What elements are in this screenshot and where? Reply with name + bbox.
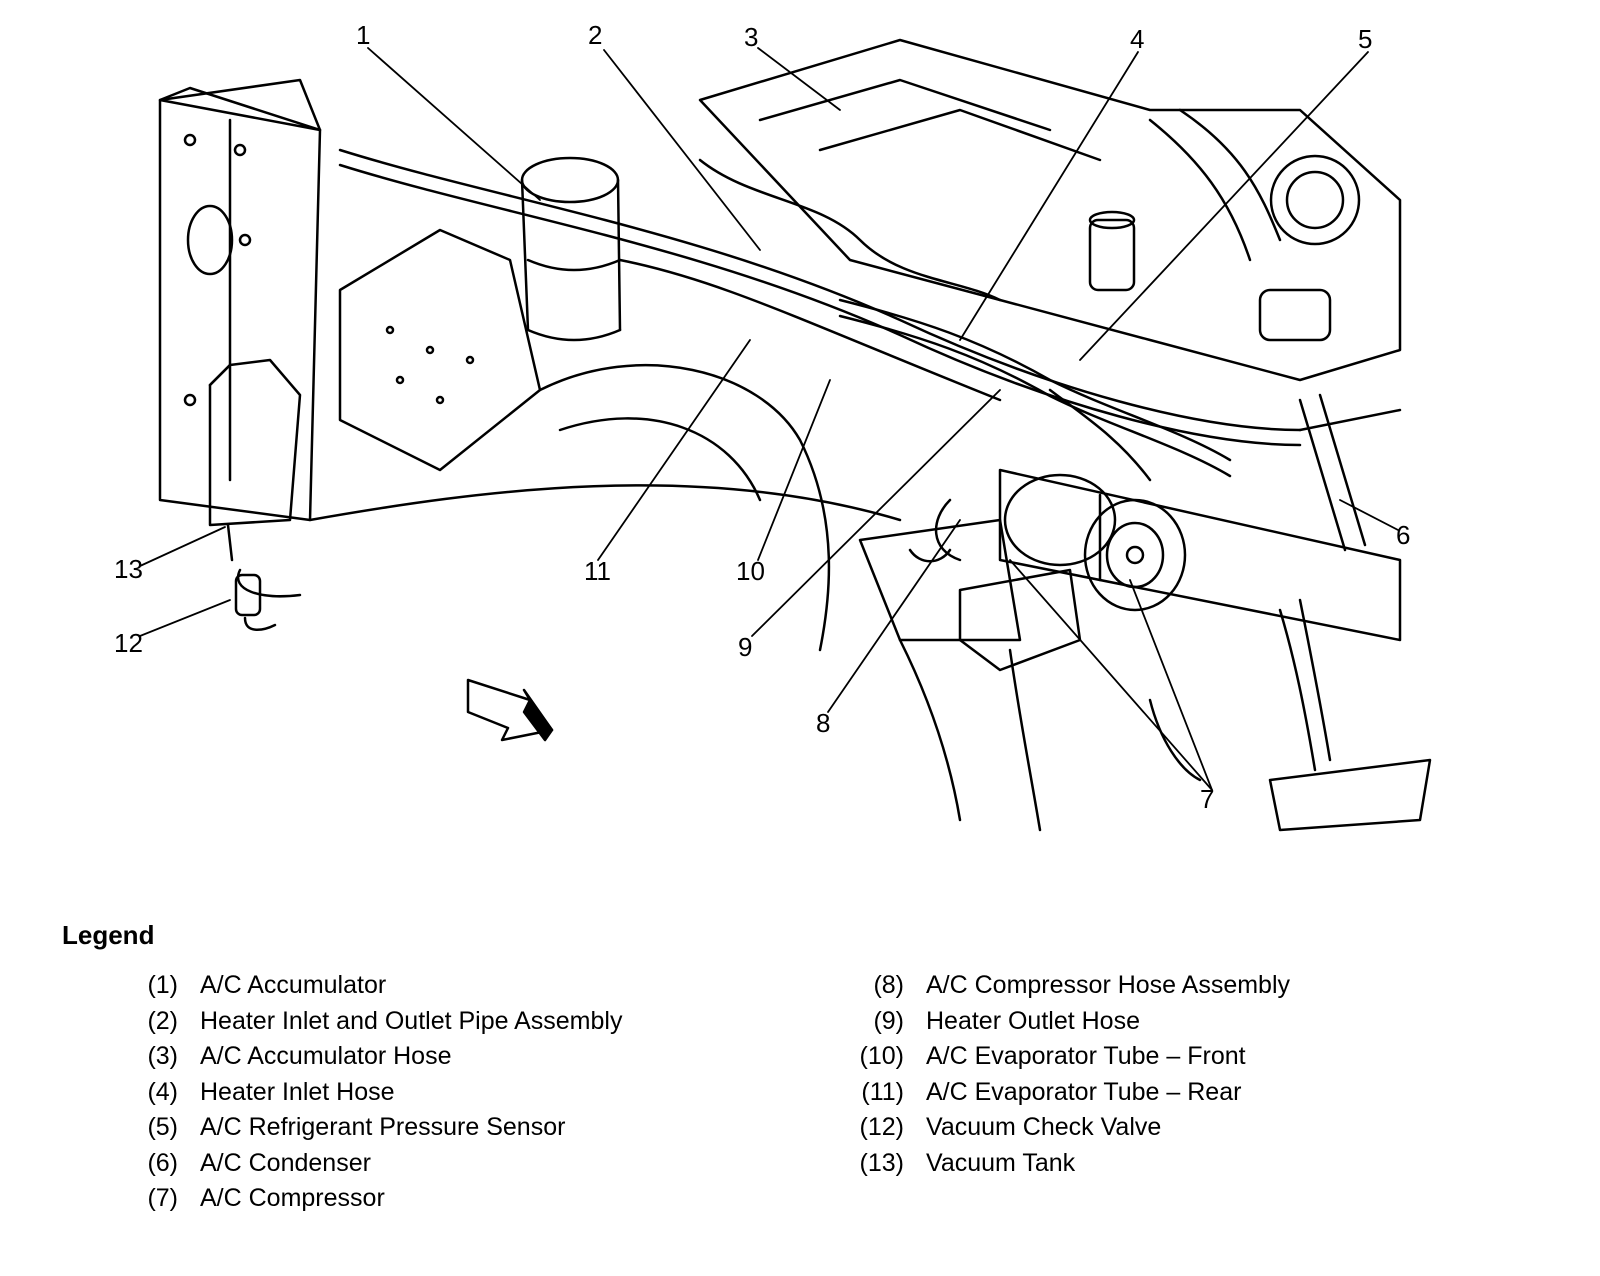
legend-item: (2) Heater Inlet and Outlet Pipe Assembly (110, 1004, 622, 1040)
legend-number: (6) (147, 1148, 178, 1177)
front-direction-arrow (466, 678, 554, 742)
pipes-and-hoses (338, 148, 1402, 482)
legend-number: (2) (147, 1006, 178, 1035)
fender-panel (308, 228, 902, 652)
legend-text: Vacuum Tank (926, 1148, 1076, 1177)
legend-text: A/C Compressor Hose Assembly (926, 971, 1291, 1000)
legend-text: Heater Outlet Hose (926, 1006, 1140, 1035)
legend-item: (12) Vacuum Check Valve (836, 1110, 1290, 1146)
engine-compartment-illustration: 1 2 3 4 5 6 7 8 9 10 11 12 13 (114, 20, 1432, 832)
callout-11: 11 (584, 556, 611, 586)
legend-text: A/C Condenser (200, 1148, 371, 1177)
legend-text: A/C Evaporator Tube – Front (926, 1042, 1246, 1071)
legend-item: (3) A/C Accumulator Hose (110, 1039, 622, 1075)
legend-number: (10) (859, 1042, 904, 1071)
legend-text: Vacuum Check Valve (926, 1113, 1162, 1142)
legend-column-left: (1) A/C Accumulator (2) Heater Inlet and O… (110, 968, 622, 1217)
legend-text: A/C Refrigerant Pressure Sensor (200, 1113, 566, 1142)
callout-7: 7 (1200, 784, 1214, 814)
callout-10: 10 (736, 556, 765, 586)
legend-number: (4) (147, 1077, 178, 1106)
legend-item: (7) A/C Compressor (110, 1181, 622, 1217)
legend-number: (13) (859, 1148, 904, 1177)
legend-text: Heater Inlet Hose (200, 1077, 395, 1106)
legend-item: (4) Heater Inlet Hose (110, 1075, 622, 1111)
callout-9: 9 (738, 632, 752, 662)
legend-item: (6) A/C Condenser (110, 1146, 622, 1182)
ac-accumulator (520, 156, 622, 342)
ac-compressor-hose (908, 498, 962, 563)
engine-block (698, 38, 1402, 382)
callout-numbers: 1 2 3 4 5 6 7 8 9 10 11 12 13 (114, 20, 1410, 814)
callout-13: 13 (114, 554, 143, 584)
leader-lines (139, 47, 1399, 791)
ac-compressor (958, 473, 1187, 672)
frame-rail (998, 468, 1432, 832)
callout-1: 1 (356, 20, 370, 50)
callout-5: 5 (1358, 24, 1372, 54)
legend-item: (8) A/C Compressor Hose Assembly (836, 968, 1290, 1004)
legend-text: A/C Accumulator Hose (200, 1042, 452, 1071)
callout-2: 2 (588, 20, 602, 50)
legend-text: Heater Inlet and Outlet Pipe Assembly (200, 1006, 623, 1035)
legend-number: (11) (861, 1077, 904, 1106)
legend-number: (12) (859, 1113, 904, 1142)
legend-item: (9) Heater Outlet Hose (836, 1004, 1290, 1040)
legend-number: (9) (873, 1006, 904, 1035)
vacuum-check-valve (234, 568, 302, 631)
legend-item: (5) A/C Refrigerant Pressure Sensor (110, 1110, 622, 1146)
callout-3: 3 (744, 22, 758, 52)
legend-column-right: (8) A/C Compressor Hose Assembly (9) Heate… (836, 968, 1290, 1181)
callout-12: 12 (114, 628, 143, 658)
legend-text: A/C Accumulator (200, 971, 387, 1000)
callout-4: 4 (1130, 24, 1144, 54)
legend-title: Legend (62, 920, 155, 950)
ac-condenser (1298, 393, 1367, 552)
radiator-support-panel (158, 78, 322, 522)
legend-item: (11) A/C Evaporator Tube – Rear (836, 1075, 1290, 1111)
legend-text: A/C Evaporator Tube – Rear (926, 1077, 1242, 1106)
legend-text: A/C Compressor (200, 1184, 385, 1213)
lower-structure (858, 518, 1202, 832)
vacuum-tank (208, 358, 302, 562)
callout-8: 8 (816, 708, 830, 738)
legend-number: (7) (147, 1184, 178, 1213)
legend-number: (3) (147, 1042, 178, 1071)
legend-item: (10) A/C Evaporator Tube – Front (836, 1039, 1290, 1075)
callout-6: 6 (1396, 520, 1410, 550)
legend-number: (5) (147, 1113, 178, 1142)
legend-item: (13) Vacuum Tank (836, 1146, 1290, 1182)
legend-number: (8) (873, 971, 904, 1000)
legend-number: (1) (147, 971, 178, 1000)
legend-item: (1) A/C Accumulator (110, 968, 622, 1004)
